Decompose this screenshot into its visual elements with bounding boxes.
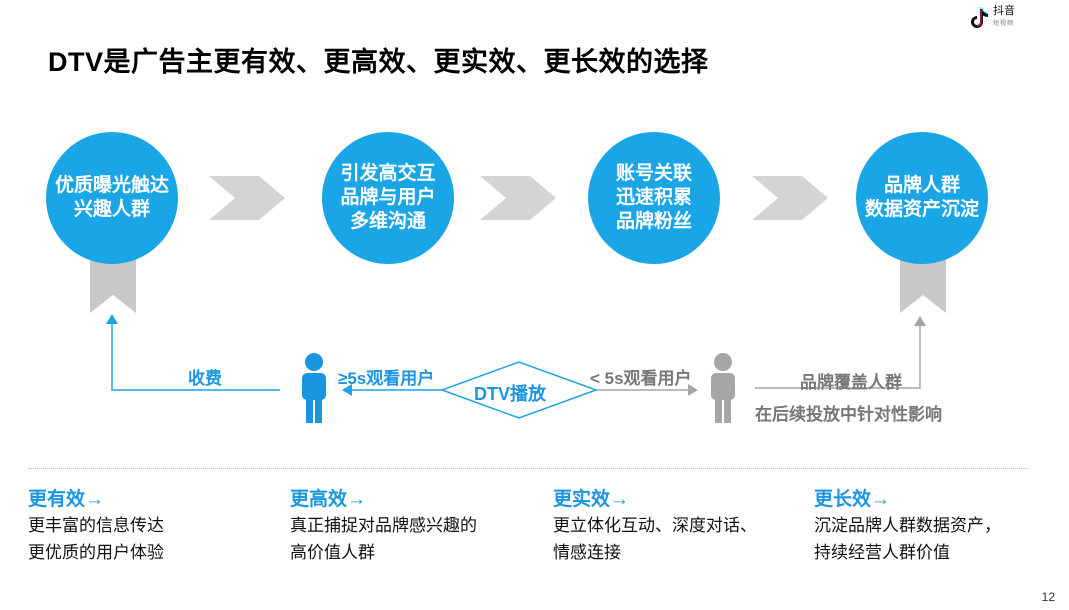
douyin-logo-icon (971, 7, 988, 28)
under-5s-label: < 5s观看用户 (590, 369, 692, 388)
follow-up-label: 在后续投放中针对性影响 (755, 405, 942, 424)
flow-lines (106, 314, 926, 419)
brand-coverage-label: 品牌覆盖人群 (800, 373, 902, 392)
heading-long-term: 更长效→ (814, 489, 891, 510)
person-gray-icon (711, 353, 735, 423)
heading-efficient: 更高效→ (290, 489, 367, 510)
circle-interaction: 引发高交互 品牌与用户 多维沟通 (322, 132, 454, 264)
circle-data-assets: 品牌人群 数据资产沉淀 (856, 132, 988, 264)
circle-exposure: 优质曝光触达 兴趣人群 (46, 132, 178, 264)
chevron-right-icon (480, 176, 556, 220)
chevron-right-icon (752, 176, 828, 220)
dtv-play-label: DTV播放 (474, 384, 546, 404)
logo-subtitle: 短视频 (993, 21, 1015, 27)
page-title: DTV是广告主更有效、更高效、更实效、更长效的选择 (48, 47, 709, 77)
charge-label: 收费 (188, 369, 222, 388)
text-efficient: 真正捕捉对品牌感兴趣的 高价值人群 (290, 516, 477, 562)
page-number: 12 (1041, 590, 1055, 604)
heading-practical: 更实效→ (553, 489, 630, 510)
over-5s-label: ≥5s观看用户 (338, 369, 435, 388)
circle-fans: 账号关联 迅速积累 品牌粉丝 (588, 132, 720, 264)
logo-name: 抖音 (993, 5, 1015, 17)
text-long-term: 沉淀品牌人群数据资产， 持续经营人群价值 (814, 516, 1001, 562)
divider (28, 468, 1028, 469)
heading-effective: 更有效→ (28, 489, 105, 510)
person-blue-icon (302, 353, 326, 423)
chevron-right-icon (209, 176, 285, 220)
text-effective: 更丰富的信息传达 更优质的用户体验 (28, 516, 164, 562)
text-practical: 更立体化互动、深度对话、 情感连接 (553, 516, 757, 562)
